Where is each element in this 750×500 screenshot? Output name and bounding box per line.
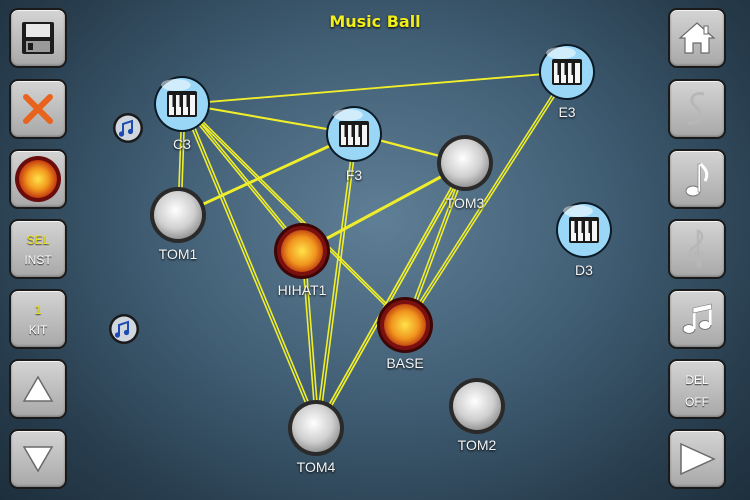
link-e3-base bbox=[404, 71, 568, 326]
home-icon bbox=[678, 22, 716, 54]
link-c3-base bbox=[181, 103, 406, 326]
music-note-ball-icon bbox=[113, 113, 143, 143]
tom-drum-icon bbox=[449, 378, 505, 434]
kit-button[interactable]: 1 KIT bbox=[9, 289, 67, 349]
link-f3-tom4 bbox=[315, 133, 355, 429]
select-instrument-line2: INST bbox=[24, 253, 52, 267]
link-tom4-tom3 bbox=[315, 162, 466, 429]
ball-button[interactable] bbox=[9, 149, 67, 209]
play-icon bbox=[680, 442, 716, 476]
arrow-down-icon bbox=[22, 446, 54, 473]
link-c3-tom4-alt bbox=[184, 103, 320, 429]
node-label-tom4: TOM4 bbox=[296, 459, 336, 475]
note-ball-spawner-top[interactable] bbox=[112, 112, 144, 144]
arrow-up-icon bbox=[22, 375, 54, 402]
piano-keys-icon bbox=[326, 106, 382, 162]
link-c3-base-alt bbox=[184, 103, 409, 326]
node-label-e3: E3 bbox=[558, 104, 576, 120]
link-tom4-hihat1-alt bbox=[304, 250, 320, 429]
link-tom1-f3-alt bbox=[180, 133, 358, 216]
select-instrument-button[interactable]: SEL INST bbox=[9, 219, 67, 279]
tom-drum-icon bbox=[288, 400, 344, 456]
node-e3[interactable] bbox=[538, 43, 596, 101]
link-e3-base-alt bbox=[407, 71, 571, 326]
node-hihat1[interactable] bbox=[273, 222, 331, 280]
drum-ball-icon bbox=[274, 223, 330, 279]
treble-clef-icon bbox=[688, 229, 704, 269]
mode-eighth-note-button[interactable] bbox=[668, 149, 726, 209]
link-c3-e3-alt bbox=[184, 71, 571, 105]
mode-s-curve-button[interactable] bbox=[668, 79, 726, 139]
delete-toggle-button[interactable]: DEL OFF bbox=[668, 359, 726, 419]
node-label-f3: F3 bbox=[345, 167, 363, 183]
link-tom4-hihat1 bbox=[301, 250, 317, 429]
node-c3[interactable] bbox=[153, 75, 211, 133]
note-ball-spawner-bottom[interactable] bbox=[108, 313, 140, 345]
s-curve-icon bbox=[687, 91, 705, 125]
piano-keys-icon bbox=[539, 44, 595, 100]
node-label-tom3: TOM3 bbox=[445, 195, 485, 211]
node-label-hihat1: HIHAT1 bbox=[277, 282, 327, 298]
tom-drum-icon bbox=[150, 187, 206, 243]
delete-toggle-line2: OFF bbox=[685, 395, 709, 409]
drum-ball-icon bbox=[377, 297, 433, 353]
app-title: Music Ball bbox=[329, 12, 421, 31]
save-button[interactable] bbox=[9, 8, 67, 68]
node-f3[interactable] bbox=[325, 105, 383, 163]
kit-label: KIT bbox=[28, 323, 48, 337]
node-d3[interactable] bbox=[555, 201, 613, 259]
play-button[interactable] bbox=[668, 429, 726, 489]
link-hihat1-tom3 bbox=[301, 162, 466, 252]
mode-beamed-notes-button[interactable] bbox=[668, 289, 726, 349]
floppy-disk-icon bbox=[22, 22, 54, 54]
link-tom4-tom3-alt bbox=[318, 162, 469, 429]
link-c3-hihat1-alt bbox=[184, 103, 306, 252]
down-button[interactable] bbox=[9, 429, 67, 489]
orange-ball-icon bbox=[15, 156, 61, 202]
up-button[interactable] bbox=[9, 359, 67, 419]
piano-keys-icon bbox=[556, 202, 612, 258]
select-instrument-line1: SEL bbox=[26, 233, 50, 247]
node-label-tom2: TOM2 bbox=[457, 437, 497, 453]
node-tom1[interactable] bbox=[149, 186, 207, 244]
close-x-icon bbox=[23, 94, 53, 124]
node-base[interactable] bbox=[376, 296, 434, 354]
link-c3-tom4 bbox=[181, 103, 317, 429]
home-button[interactable] bbox=[668, 8, 726, 68]
link-tom1-f3 bbox=[177, 133, 355, 216]
link-hihat1-tom3-alt bbox=[304, 162, 469, 252]
node-label-c3: C3 bbox=[173, 136, 191, 152]
node-label-d3: D3 bbox=[575, 262, 593, 278]
kit-number: 1 bbox=[34, 303, 42, 317]
tom-drum-icon bbox=[437, 135, 493, 191]
eighth-note-icon bbox=[685, 162, 709, 197]
beamed-notes-icon bbox=[682, 303, 712, 334]
music-note-ball-icon bbox=[109, 314, 139, 344]
node-label-base: BASE bbox=[386, 355, 424, 371]
link-c3-hihat1 bbox=[181, 103, 303, 252]
mode-treble-clef-button[interactable] bbox=[668, 219, 726, 279]
delete-button[interactable] bbox=[9, 79, 67, 139]
node-tom3[interactable] bbox=[436, 134, 494, 192]
delete-toggle-line1: DEL bbox=[685, 373, 709, 387]
piano-keys-icon bbox=[154, 76, 210, 132]
node-tom2[interactable] bbox=[448, 377, 506, 435]
node-tom4[interactable] bbox=[287, 399, 345, 457]
link-f3-tom4-alt bbox=[318, 133, 358, 429]
node-label-tom1: TOM1 bbox=[158, 246, 198, 262]
link-base-tom3 bbox=[404, 162, 466, 326]
